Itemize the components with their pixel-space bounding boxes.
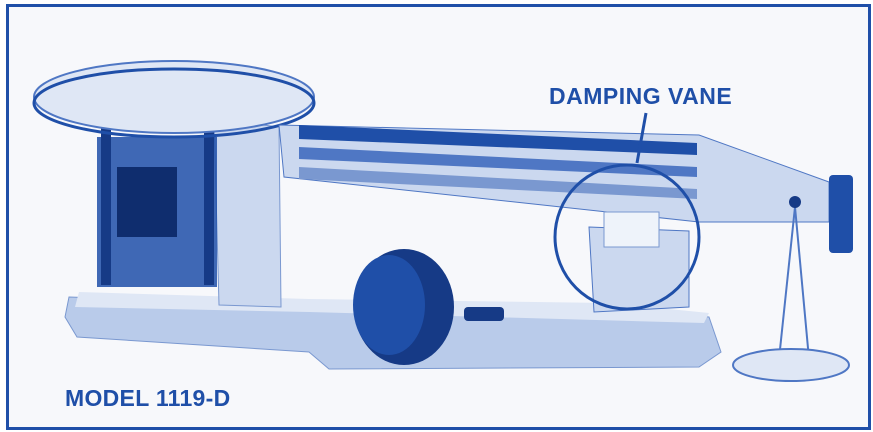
- damping-vane-callout-circle: [553, 163, 701, 311]
- hanging-wire-right: [794, 206, 810, 360]
- damping-vane-block: [603, 211, 660, 248]
- counterweight-handle: [464, 307, 504, 321]
- beam-top-rail: [299, 125, 697, 155]
- pan-support-column: [213, 118, 282, 308]
- hanging-pan: [732, 348, 850, 382]
- beam-end-plate: [829, 175, 853, 253]
- beam-lower-rail: [299, 167, 697, 199]
- damping-vane-callout-line: [635, 112, 648, 164]
- illustration-frame: DAMPING VANE MODEL 1119-D: [6, 4, 871, 430]
- model-label: MODEL 1119-D: [65, 385, 231, 411]
- pan-linkage-detail: [117, 167, 177, 237]
- counterweight-face: [353, 255, 425, 355]
- pan-rod-right: [204, 125, 214, 285]
- weighing-pan: [33, 60, 315, 134]
- hanging-wire-left: [778, 206, 796, 360]
- damping-vane-label: DAMPING VANE: [549, 83, 733, 109]
- hanging-hook: [789, 196, 801, 208]
- triple-beam-balance-illustration: [32, 60, 853, 382]
- pan-rod-left: [101, 125, 111, 285]
- weighing-pan-rim: [32, 67, 316, 139]
- beam-middle-rail: [299, 147, 697, 177]
